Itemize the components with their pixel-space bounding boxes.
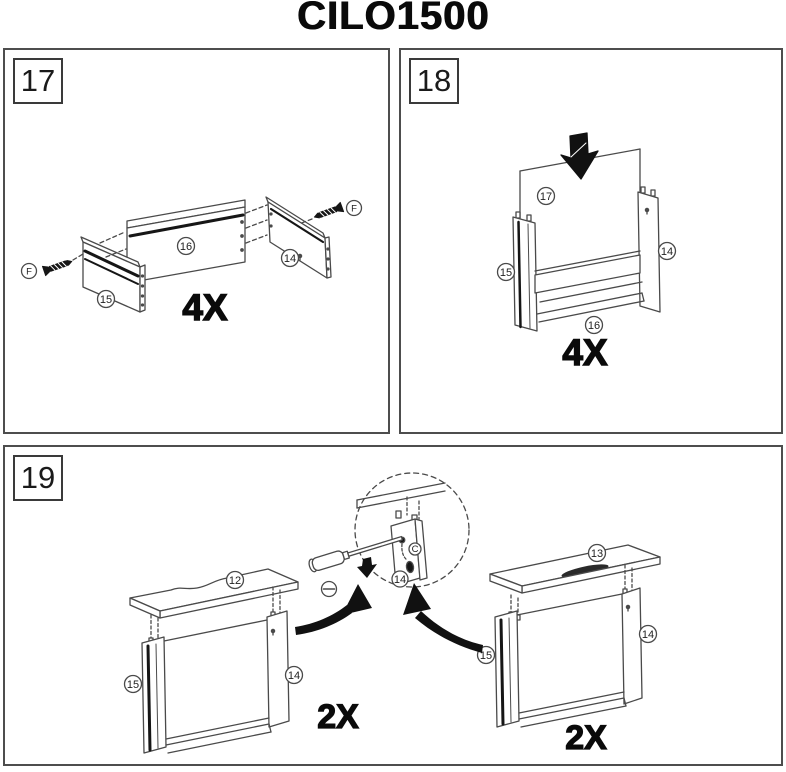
svg-text:14: 14	[661, 246, 673, 258]
svg-text:16: 16	[588, 320, 600, 332]
part-14-rail	[265, 196, 332, 279]
flathead-bit-icon	[320, 580, 338, 598]
part-label-14: 14	[280, 248, 300, 268]
screw-f-right-icon	[298, 201, 345, 225]
part-label-14: 14	[657, 241, 677, 261]
svg-text:12: 12	[229, 575, 241, 587]
quantity-label-left: 2X	[317, 698, 359, 736]
step-19-illustration: 12 15 14	[123, 472, 661, 758]
svg-text:14: 14	[642, 629, 654, 641]
part-label-14: 14	[284, 665, 304, 685]
part-label-12: 12	[225, 570, 245, 590]
svg-text:14: 14	[284, 253, 296, 265]
quantity-label-right: 2X	[565, 719, 607, 757]
step-18-illustration: 17 15 14 16 4X	[496, 132, 677, 374]
svg-text:14: 14	[394, 574, 406, 586]
svg-text:15: 15	[480, 650, 492, 662]
part-label-f-left: F	[20, 262, 38, 280]
part-label-13: 13	[587, 543, 607, 563]
part-label-15: 15	[476, 645, 496, 665]
svg-text:17: 17	[540, 191, 552, 203]
svg-text:15: 15	[127, 679, 139, 691]
step-17-number: 17	[13, 58, 63, 104]
quantity-label: 4X	[182, 287, 228, 328]
quantity-label: 4X	[562, 332, 608, 373]
svg-text:F: F	[26, 267, 32, 278]
curved-arrow-left-icon	[295, 584, 372, 635]
cam-lock	[405, 560, 415, 574]
step-18-panel: 18	[399, 48, 783, 434]
part-label-15: 15	[96, 289, 116, 309]
part-label-15: 15	[496, 262, 516, 282]
step-19-number: 19	[13, 455, 63, 501]
part-label-f-right: F	[345, 199, 363, 217]
alignment-dashes	[245, 204, 268, 244]
svg-text:16: 16	[180, 241, 192, 253]
part-15-rail	[80, 236, 146, 313]
svg-text:14: 14	[288, 670, 300, 682]
part-label-14-detail: 14	[391, 570, 409, 588]
step-19-panel: 19	[3, 445, 783, 766]
part-label-16: 16	[584, 315, 604, 335]
page-title: CILO1500	[296, 0, 490, 38]
left-assembly: 12 15 14	[123, 568, 304, 754]
arrow-down-icon	[560, 132, 599, 180]
step-17-illustration: F F 15 16 14 4X	[20, 196, 363, 329]
curved-arrow-right-icon	[403, 583, 483, 653]
svg-text:13: 13	[591, 548, 603, 560]
step-18-number: 18	[409, 58, 459, 104]
alignment-dashes-left	[99, 231, 127, 258]
magnifier-detail-circle: C 14	[354, 472, 470, 588]
arrow-down-small-icon	[357, 557, 377, 578]
svg-text:15: 15	[100, 294, 112, 306]
part-label-15: 15	[123, 674, 143, 694]
screwdriver-icon	[308, 535, 403, 598]
part-label-17: 17	[536, 186, 556, 206]
part-label-16: 16	[176, 236, 196, 256]
part-15-side	[512, 211, 538, 332]
part-label-14: 14	[638, 624, 658, 644]
part-16-bottom-rail	[534, 250, 645, 323]
svg-text:C: C	[412, 544, 419, 555]
part-label-c: C	[408, 542, 422, 556]
svg-text:15: 15	[500, 267, 512, 279]
step-17-panel: 17	[3, 48, 390, 434]
screw-f-left-icon	[41, 253, 84, 277]
right-assembly: 13 15 14	[476, 543, 661, 728]
svg-text:F: F	[351, 204, 357, 215]
